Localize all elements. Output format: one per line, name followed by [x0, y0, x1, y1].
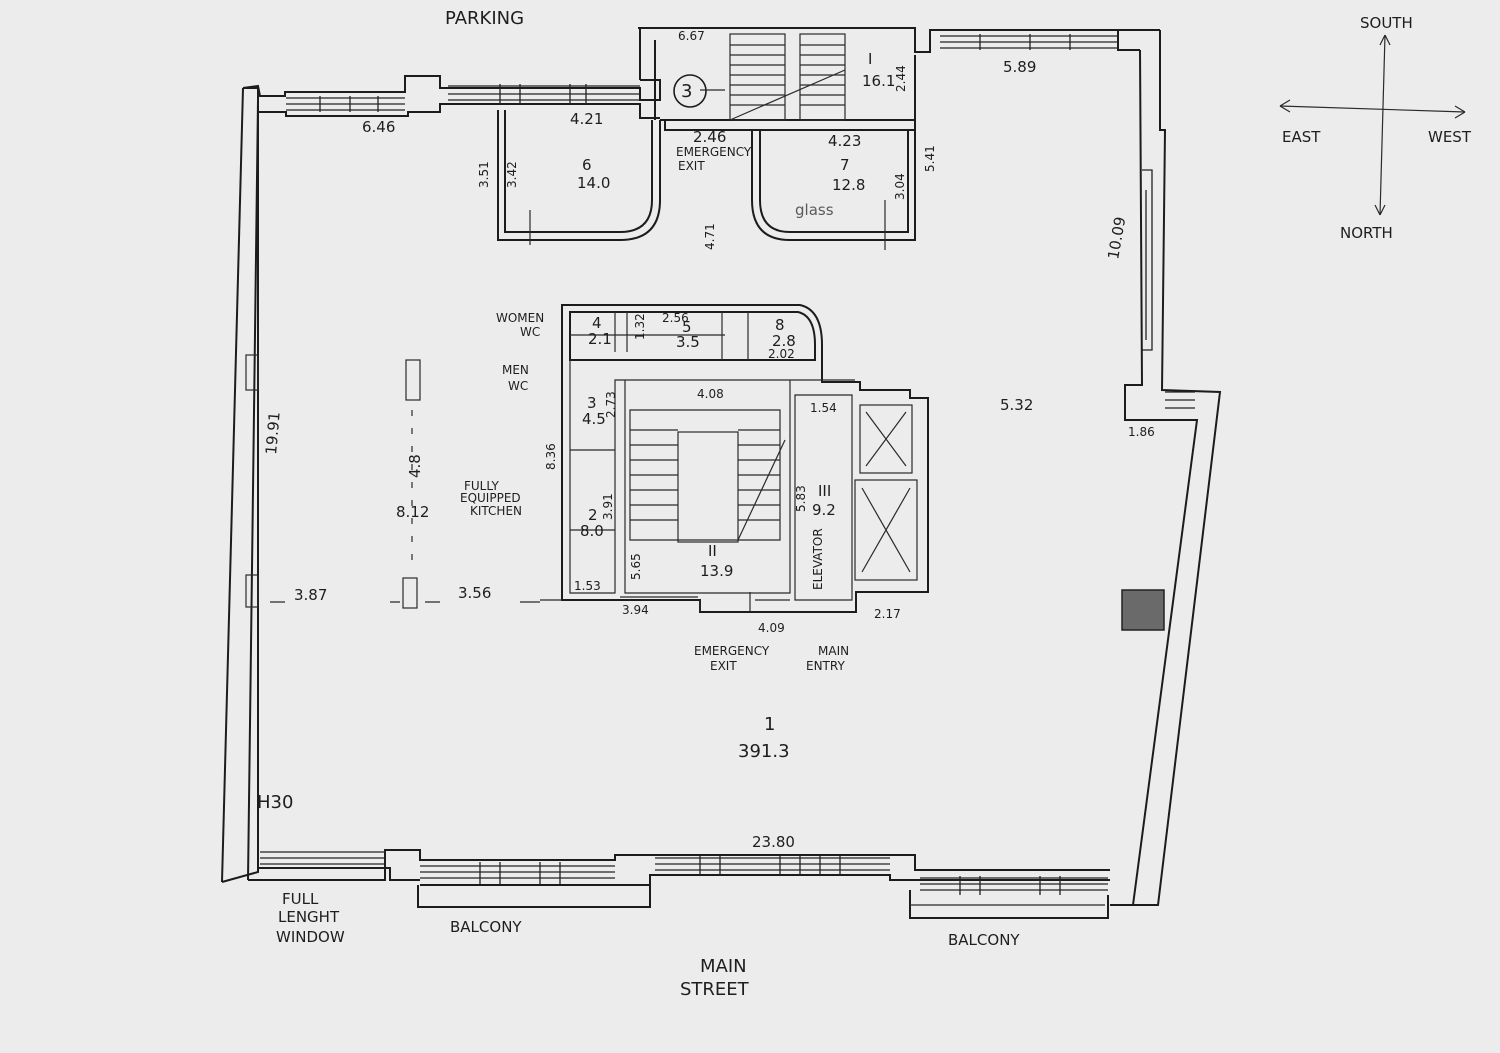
- emergency-exit-bottom-label-1: EMERGENCY: [694, 644, 770, 658]
- room-8-number: 8: [775, 316, 785, 334]
- dim-3-91: 3.91: [601, 493, 615, 520]
- dim-1-86: 1.86: [1128, 425, 1155, 439]
- room-7-number: 7: [840, 156, 850, 174]
- dim-6-46: 6.46: [362, 118, 395, 136]
- main-street-label-1: MAIN: [700, 956, 747, 977]
- dim-1-54: 1.54: [810, 401, 837, 415]
- dim-3-04: 3.04: [893, 173, 907, 200]
- dim-2-56: 2.56: [662, 311, 689, 325]
- women-wc-label-2: WC: [520, 325, 540, 339]
- full-length-window-label-1: FULL: [282, 890, 319, 908]
- main-entry-label-2: ENTRY: [806, 659, 845, 673]
- dim-2-02: 2.02: [768, 347, 795, 361]
- elevator-label: ELEVATOR: [811, 528, 825, 590]
- dim-6-67: 6.67: [678, 29, 705, 43]
- dim-4-09: 4.09: [758, 621, 785, 635]
- dim-8-36: 8.36: [544, 443, 558, 470]
- dim-2-73: 2.73: [604, 391, 618, 418]
- men-wc-label-1: MEN: [502, 363, 529, 377]
- room-6-number: 6: [582, 156, 592, 174]
- dim-3-56: 3.56: [458, 584, 491, 602]
- room-III-area: 9.2: [812, 501, 836, 519]
- parking-label: PARKING: [445, 8, 524, 29]
- room-7-area: 12.8: [832, 176, 865, 194]
- dim-5-65: 5.65: [629, 553, 643, 580]
- compass-labels: SOUTH EAST WEST NORTH: [1282, 14, 1472, 242]
- room-2-area: 8.0: [580, 522, 604, 540]
- room-top-stair-area: 16.1: [862, 72, 895, 90]
- room-II-number: II: [708, 542, 717, 560]
- compass-rose: [1279, 34, 1466, 216]
- rooms-6-7: [497, 110, 916, 250]
- full-length-window-label-3: WINDOW: [276, 928, 345, 946]
- room-4-number: 4: [592, 314, 602, 332]
- dim-2-46: 2.46: [693, 128, 726, 146]
- stair-number: 3: [681, 81, 692, 102]
- dim-h30: H30: [257, 792, 293, 813]
- dim-3-51: 3.51: [477, 161, 491, 188]
- room-labels: 3 I 16.1 6 14.0 7 12.8 1 391.3 4 2.1 5 3…: [577, 50, 895, 762]
- site-labels: PARKING MAIN STREET BALCONY BALCONY FULL…: [276, 8, 1020, 1000]
- emergency-exit-top-label-2: EXIT: [678, 159, 705, 173]
- room-8-area: 2.8: [772, 332, 796, 350]
- emergency-exit-bottom-label-2: EXIT: [710, 659, 737, 673]
- room-5-number: 5: [682, 318, 692, 336]
- room-II-area: 13.9: [700, 562, 733, 580]
- balcony-right-label: BALCONY: [948, 931, 1020, 949]
- room-top-stair-number: I: [868, 50, 872, 68]
- compass-east: EAST: [1282, 128, 1321, 146]
- dim-23-80: 23.80: [752, 833, 795, 851]
- kitchen-label-1: FULLY: [464, 479, 499, 493]
- dim-4-8: 4.8: [406, 454, 424, 478]
- main-street-label-2: STREET: [680, 979, 750, 1000]
- dim-3-42: 3.42: [505, 161, 519, 188]
- room-6-area: 14.0: [577, 174, 610, 192]
- dim-3-87: 3.87: [294, 586, 327, 604]
- dim-2-44: 2.44: [894, 65, 908, 92]
- room-1-area: 391.3: [738, 741, 790, 762]
- men-wc-label-2: WC: [508, 379, 528, 393]
- room-5-area: 3.5: [676, 333, 700, 351]
- room-1-number: 1: [764, 714, 775, 735]
- room-III-number: III: [818, 482, 831, 500]
- kitchen-label-3: KITCHEN: [470, 504, 522, 518]
- dim-1-32: 1.32: [633, 313, 647, 340]
- main-entry-label-1: MAIN: [818, 644, 849, 658]
- dim-5-32: 5.32: [1000, 396, 1033, 414]
- dim-4-71: 4.71: [703, 223, 717, 250]
- dim-10-09: 10.09: [1104, 215, 1129, 260]
- central-core: [540, 304, 929, 613]
- glass-label: glass: [795, 201, 834, 219]
- dim-2-17: 2.17: [874, 607, 901, 621]
- columns: [270, 359, 540, 609]
- full-length-window-label-2: LENGHT: [278, 908, 340, 926]
- dim-3-94: 3.94: [622, 603, 649, 617]
- dim-4-21: 4.21: [570, 110, 603, 128]
- top-staircase: [673, 33, 846, 121]
- room-3-area: 4.5: [582, 410, 606, 428]
- room-3-number: 3: [587, 394, 597, 412]
- dim-19-91: 19.91: [262, 411, 284, 455]
- windows: [245, 34, 1195, 895]
- balcony-left-label: BALCONY: [450, 918, 522, 936]
- women-wc-label-1: WOMEN: [496, 311, 544, 325]
- compass-north: NORTH: [1340, 224, 1393, 242]
- emergency-exit-top-label-1: EMERGENCY: [676, 145, 752, 159]
- dim-4-23: 4.23: [828, 132, 861, 150]
- dimension-labels: 6.67 2.44 5.89 6.46 4.21 2.46 4.23 5.41 …: [257, 29, 1155, 851]
- room-2-number: 2: [588, 506, 598, 524]
- compass-west: WEST: [1428, 128, 1472, 146]
- dim-5-41: 5.41: [923, 145, 937, 172]
- kitchen-label-2: EQUIPPED: [460, 491, 521, 505]
- dim-1-53: 1.53: [574, 579, 601, 593]
- annotation-labels: EMERGENCY EXIT glass WOMEN WC MEN WC FUL…: [460, 145, 849, 673]
- dim-5-89: 5.89: [1003, 58, 1036, 76]
- room-4-area: 2.1: [588, 330, 612, 348]
- exterior-walls: [221, 27, 1222, 919]
- compass-south: SOUTH: [1360, 14, 1413, 32]
- dim-5-83: 5.83: [794, 485, 808, 512]
- dim-4-08: 4.08: [697, 387, 724, 401]
- dim-8-12: 8.12: [396, 503, 429, 521]
